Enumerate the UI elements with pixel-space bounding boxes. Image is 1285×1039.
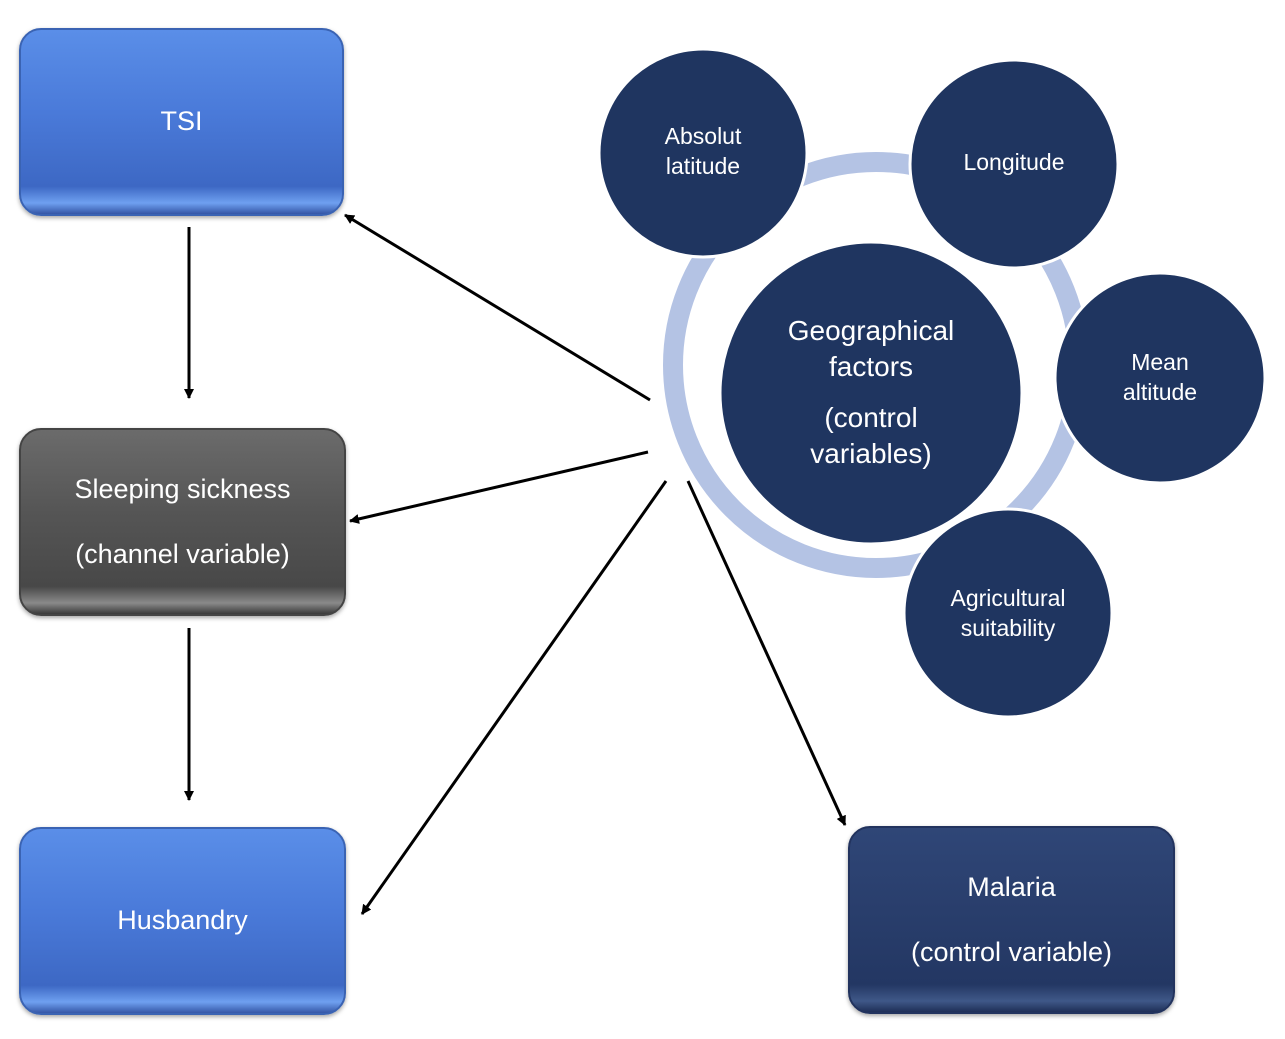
- absolut-latitude-line2: latitude: [665, 153, 741, 179]
- longitude-line1: Longitude: [963, 149, 1065, 176]
- longitude-label: Longitude: [963, 148, 1064, 178]
- agricultural-suitability-line2: suitability: [960, 615, 1056, 641]
- malaria-box: Malaria (control variable): [848, 826, 1175, 1014]
- geographical-factors-line4: variables): [810, 438, 932, 470]
- mean-altitude-line2: altitude: [1122, 379, 1198, 405]
- husbandry-label: Husbandry: [117, 905, 248, 936]
- arrow-geo-to-malaria: [686, 480, 847, 826]
- circle-longitude: [908, 58, 1120, 270]
- malaria-label: Malaria: [967, 871, 1056, 902]
- absolut-latitude-label: Absolut latitude: [665, 122, 742, 182]
- geographical-factors-line1: Geographical: [787, 315, 955, 347]
- tsi-box: TSI: [19, 28, 344, 216]
- absolut-latitude-line1: Absolut: [664, 123, 742, 150]
- mean-altitude-line1: Mean: [1131, 349, 1189, 376]
- sleeping-sickness-box: Sleeping sickness (channel variable): [19, 428, 346, 616]
- geographical-factors-label: Geographical factors (control variables): [788, 313, 955, 473]
- sleeping-sickness-sublabel: (channel variable): [75, 539, 290, 569]
- arrow-geo-to-husbandry: [360, 480, 668, 915]
- geographical-factors-line3: (control: [824, 402, 918, 433]
- circle-geographical-factors: [718, 240, 1024, 546]
- geographical-factors-line2: factors: [828, 351, 914, 383]
- husbandry-box: Husbandry: [19, 827, 346, 1015]
- circle-mean-altitude: [1053, 271, 1267, 485]
- tsi-label: TSI: [160, 106, 203, 137]
- arrow-geo-to-sleeping-sickness: [349, 450, 649, 524]
- circle-agricultural-suitability: [902, 507, 1114, 719]
- agricultural-suitability-line1: Agricultural: [950, 585, 1066, 612]
- agricultural-suitability-label: Agricultural suitability: [950, 584, 1065, 644]
- arrow-geo-to-tsi: [344, 213, 651, 402]
- sleeping-sickness-label: Sleeping sickness: [74, 473, 291, 504]
- circle-absolut-latitude: [597, 47, 809, 259]
- malaria-sublabel: (control variable): [910, 937, 1113, 967]
- mean-altitude-label: Mean altitude: [1123, 348, 1197, 408]
